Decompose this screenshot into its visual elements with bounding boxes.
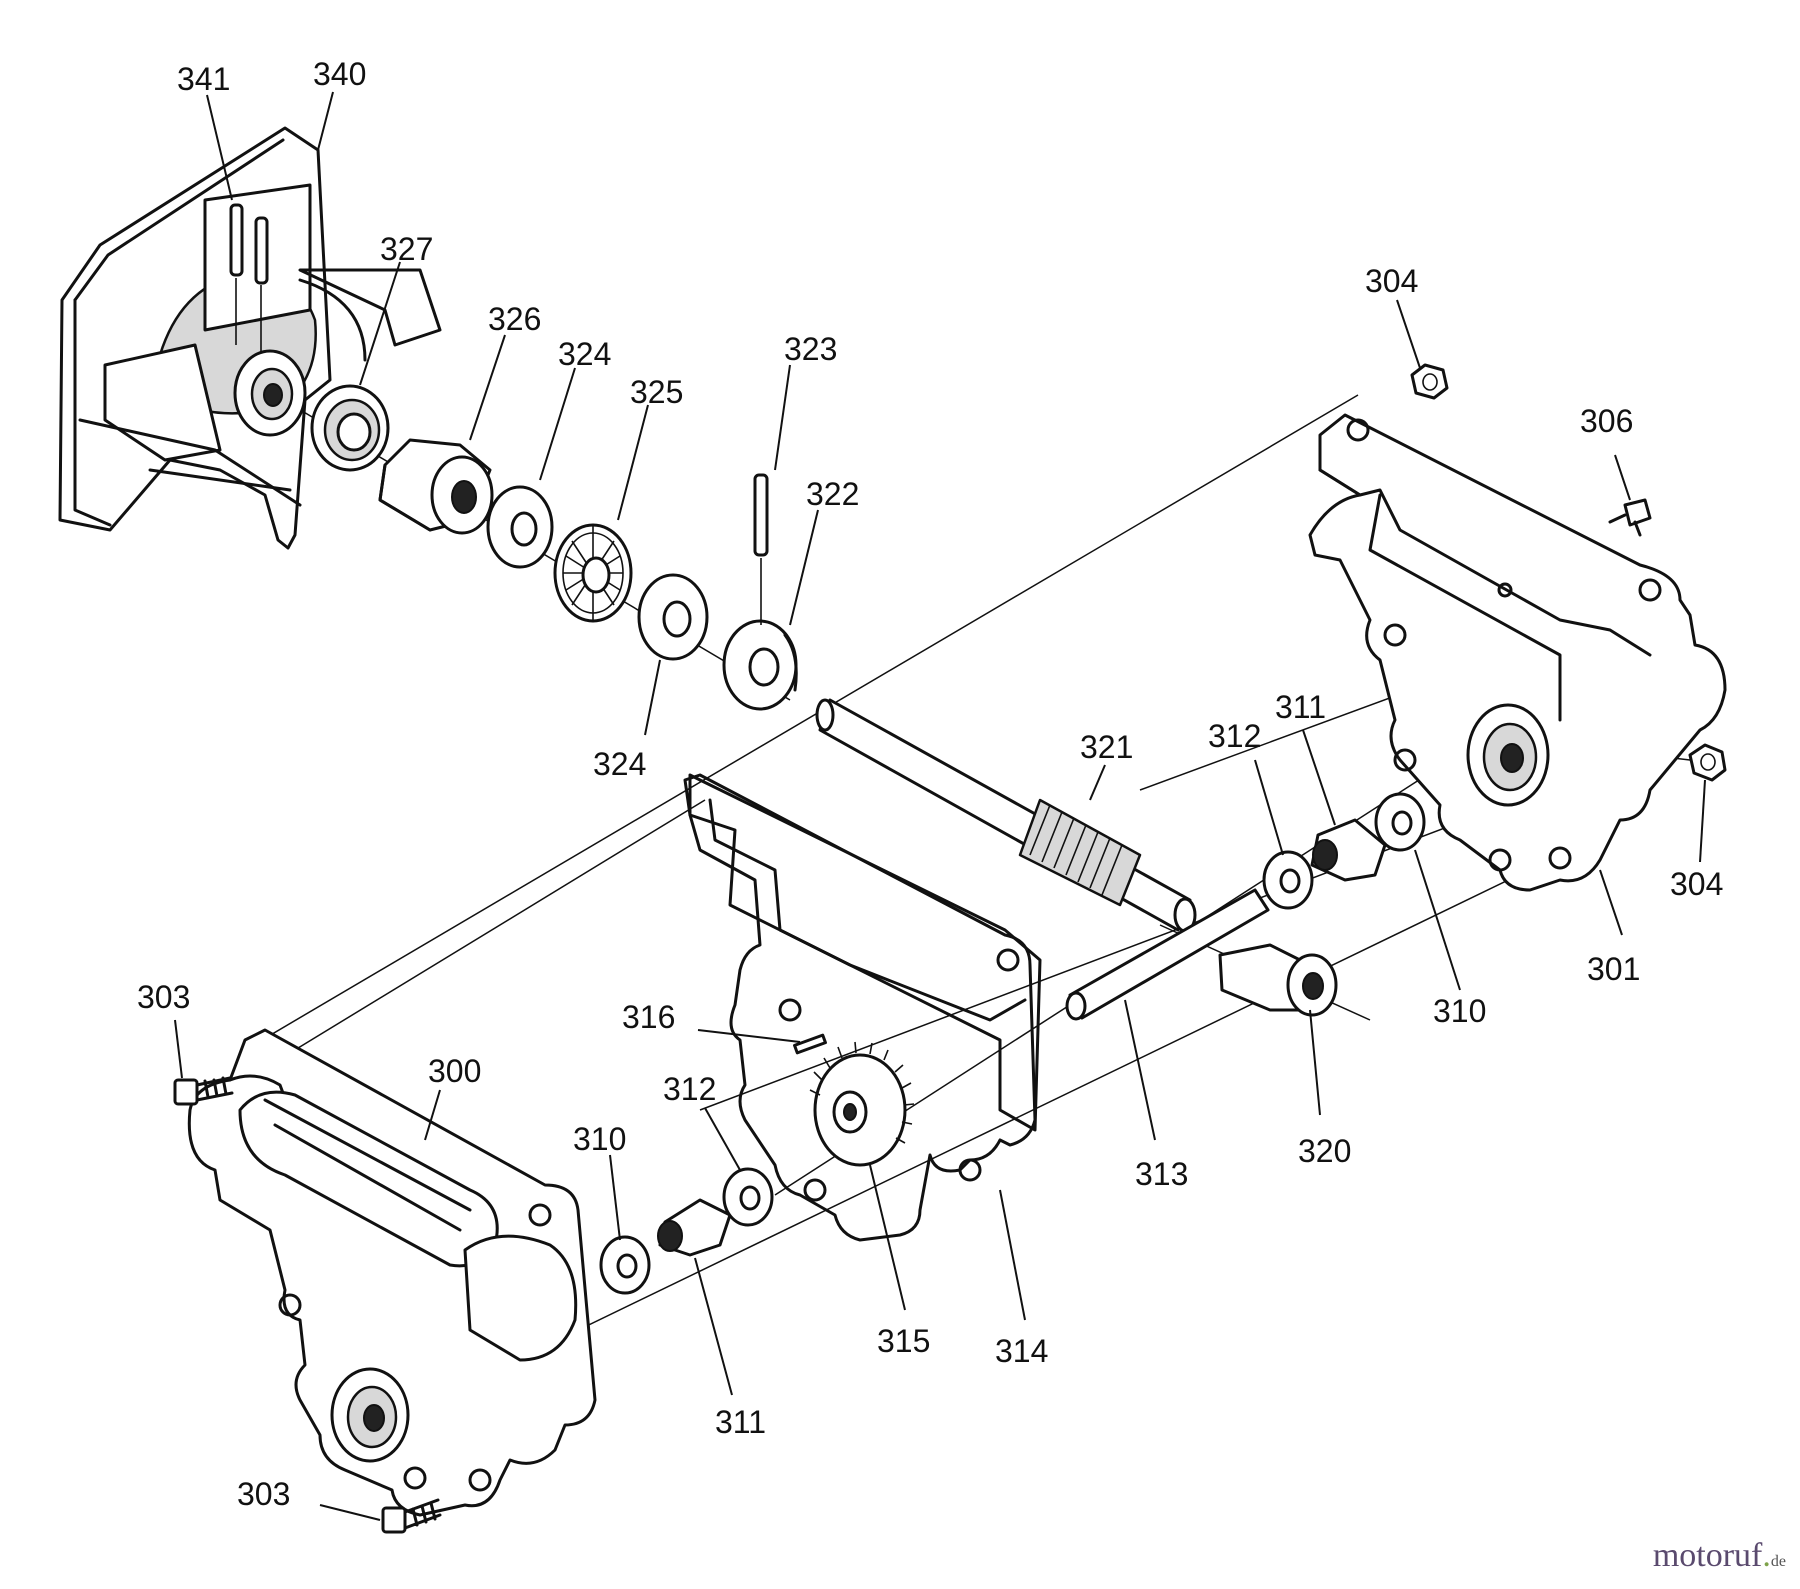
watermark-dot: .	[1762, 1537, 1771, 1574]
roll-pin-323	[753, 473, 769, 625]
nut-304-upper	[1410, 363, 1449, 400]
label-310-lower: 310	[573, 1121, 626, 1157]
label-303-lower: 303	[237, 1476, 290, 1512]
collar-322	[722, 619, 798, 711]
label-303-upper: 303	[137, 979, 190, 1015]
seal-327	[310, 384, 390, 472]
label-322: 322	[806, 476, 859, 512]
label-324-lower: 324	[593, 746, 646, 782]
washer-324-upper	[486, 485, 554, 569]
watermark-tld: de	[1770, 1553, 1786, 1570]
bushing-311-upper	[1310, 818, 1387, 882]
label-312-upper: 312	[1208, 718, 1261, 754]
part-labels: 341 340 327 326 324 325 323 322 324 304 …	[137, 56, 1723, 1512]
label-327: 327	[380, 231, 433, 267]
label-324-upper: 324	[558, 336, 611, 372]
frame-plate-314-upper	[688, 773, 1042, 1132]
label-313: 313	[1135, 1156, 1188, 1192]
label-321: 321	[1080, 729, 1133, 765]
washer-312-upper	[1262, 850, 1314, 910]
label-320: 320	[1298, 1133, 1351, 1169]
label-301: 301	[1587, 951, 1640, 987]
leader-lines	[174, 91, 1706, 1521]
label-325: 325	[630, 374, 683, 410]
thrust-bearing-325	[553, 523, 633, 623]
gear-housing-301	[1308, 413, 1727, 892]
label-340: 340	[313, 56, 366, 92]
label-323: 323	[784, 331, 837, 367]
bolt-303-upper	[173, 1076, 234, 1106]
grease-fitting-306	[1608, 498, 1652, 537]
coupling-320	[1218, 943, 1338, 1017]
pins-341	[229, 203, 269, 352]
nut-304-lower	[1688, 743, 1727, 782]
key-316	[793, 1033, 827, 1055]
worm-shaft-321	[815, 698, 1197, 933]
bolt-303-lower	[381, 1498, 442, 1534]
bushing-311-lower	[657, 1198, 732, 1257]
gear-315	[809, 1041, 915, 1167]
watermark-logo: motoruf.de	[1653, 1537, 1786, 1575]
bushing-326	[378, 438, 494, 535]
washer-324-lower	[637, 573, 709, 661]
label-310-upper: 310	[1433, 993, 1486, 1029]
label-341: 341	[177, 61, 230, 97]
label-311-lower: 311	[715, 1404, 766, 1440]
cross-shaft-313	[1065, 888, 1270, 1021]
watermark-main: motoruf	[1652, 1537, 1763, 1574]
label-306: 306	[1580, 403, 1633, 439]
washer-310-lower	[599, 1235, 651, 1295]
gear-housing-300	[187, 1028, 597, 1517]
washer-312-lower	[722, 1167, 774, 1227]
label-304-lower: 304	[1670, 866, 1723, 902]
label-314: 314	[995, 1333, 1048, 1369]
label-304-upper: 304	[1365, 263, 1418, 299]
label-311-upper: 311	[1275, 689, 1326, 725]
label-326: 326	[488, 301, 541, 337]
label-315: 315	[877, 1323, 930, 1359]
label-300: 300	[428, 1053, 481, 1089]
label-316: 316	[622, 999, 675, 1035]
washer-310-upper	[1374, 792, 1426, 852]
label-312-lower: 312	[663, 1071, 716, 1107]
